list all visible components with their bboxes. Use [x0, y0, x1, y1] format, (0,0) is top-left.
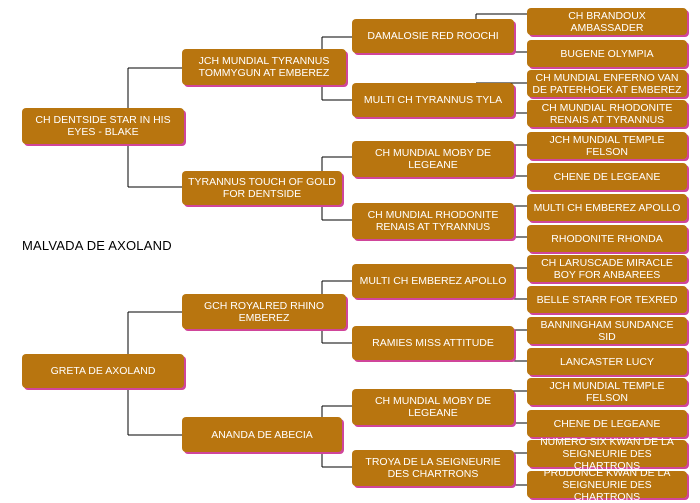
gen4-node-10[interactable]: BELLE STARR FOR TEXRED: [527, 286, 687, 313]
sd-dam-node[interactable]: CH MUNDIAL RHODONITE RENAIS AT TYRANNUS: [352, 203, 514, 239]
dam-sire-name: GCH ROYALRED RHINO EMBEREZ: [204, 299, 324, 324]
gen4-name-15: NUMERO SIX KWAN DE LA SEIGNEURIE DES CHA…: [540, 435, 674, 472]
dd-dam-name: TROYA DE LA SEIGNEURIE DES CHARTRONS: [365, 456, 501, 480]
sd-sire-name: CH MUNDIAL MOBY DE LEGEANE: [374, 147, 492, 171]
ds-sire-node[interactable]: MULTI CH EMBEREZ APOLLO: [352, 264, 514, 298]
gen4-name-11: BANNINGHAM SUNDANCE SID: [540, 318, 674, 343]
gen4-name-13: JCH MUNDIAL TEMPLE FELSON: [549, 379, 665, 404]
ss-dam-node[interactable]: MULTI CH TYRANNUS TYLA: [352, 83, 514, 117]
gen4-node-15[interactable]: NUMERO SIX KWAN DE LA SEIGNEURIE DES CHA…: [527, 436, 687, 472]
gen4-node-3[interactable]: CH MUNDIAL ENFERNO VAN DE PATERHOEK AT E…: [527, 70, 687, 97]
gen4-node-9[interactable]: CH LARUSCADE MIRACLE BOY FOR ANBAREES: [527, 255, 687, 282]
gen4-name-10: BELLE STARR FOR TEXRED: [536, 293, 678, 306]
dam-node[interactable]: GRETA DE AXOLAND: [22, 354, 184, 388]
sire-name: CH DENTSIDE STAR IN HIS EYES - BLAKE: [35, 114, 171, 138]
dam-dam-name: ANANDA DE ABECIA: [211, 428, 313, 441]
gen4-name-6: CHENE DE LEGEANE: [553, 170, 661, 183]
gen4-node-6[interactable]: CHENE DE LEGEANE: [527, 163, 687, 190]
dd-sire-node[interactable]: CH MUNDIAL MOBY DE LEGEANE: [352, 389, 514, 425]
sd-dam-name: CH MUNDIAL RHODONITE RENAIS AT TYRANNUS: [367, 209, 499, 233]
sire-node[interactable]: CH DENTSIDE STAR IN HIS EYES - BLAKE: [22, 108, 184, 144]
dd-sire-name: CH MUNDIAL MOBY DE LEGEANE: [374, 395, 492, 419]
gen4-name-1: CH BRANDOUX AMBASSADER: [568, 9, 646, 34]
sd-sire-node[interactable]: CH MUNDIAL MOBY DE LEGEANE: [352, 141, 514, 177]
dam-dam-node[interactable]: ANANDA DE ABECIA: [182, 417, 342, 452]
gen4-node-11[interactable]: BANNINGHAM SUNDANCE SID: [527, 317, 687, 344]
dd-dam-node[interactable]: TROYA DE LA SEIGNEURIE DES CHARTRONS: [352, 450, 514, 486]
gen4-node-12[interactable]: LANCASTER LUCY: [527, 348, 687, 375]
subject-name: MALVADA DE AXOLAND: [22, 238, 172, 253]
gen4-name-8: RHODONITE RHONDA: [551, 232, 663, 245]
dam-sire-node[interactable]: GCH ROYALRED RHINO EMBEREZ: [182, 294, 346, 329]
gen4-node-14[interactable]: CHENE DE LEGEANE: [527, 410, 687, 437]
ds-dam-node[interactable]: RAMIES MISS ATTITUDE: [352, 326, 514, 360]
sire-sire-node[interactable]: JCH MUNDIAL TYRANNUS TOMMYGUN AT EMBEREZ: [182, 49, 346, 85]
ss-dam-name: MULTI CH TYRANNUS TYLA: [363, 94, 503, 106]
gen4-node-4[interactable]: CH MUNDIAL RHODONITE RENAIS AT TYRANNUS: [527, 100, 687, 127]
ss-sire-node[interactable]: DAMALOSIE RED ROOCHI: [352, 19, 514, 53]
ss-sire-name: DAMALOSIE RED ROOCHI: [367, 30, 499, 42]
gen4-node-2[interactable]: BUGENE OLYMPIA: [527, 40, 687, 67]
gen4-node-13[interactable]: JCH MUNDIAL TEMPLE FELSON: [527, 378, 687, 405]
gen4-node-5[interactable]: JCH MUNDIAL TEMPLE FELSON: [527, 132, 687, 159]
gen4-name-12: LANCASTER LUCY: [560, 355, 654, 368]
sire-dam-name: TYRANNUS TOUCH OF GOLD FOR DENTSIDE: [188, 176, 336, 200]
ds-dam-name: RAMIES MISS ATTITUDE: [372, 337, 494, 349]
gen4-name-7: MULTI CH EMBEREZ APOLLO: [533, 201, 681, 214]
gen4-node-7[interactable]: MULTI CH EMBEREZ APOLLO: [527, 194, 687, 221]
gen4-name-4: CH MUNDIAL RHODONITE RENAIS AT TYRANNUS: [541, 101, 673, 126]
gen4-node-8[interactable]: RHODONITE RHONDA: [527, 225, 687, 252]
dam-name: GRETA DE AXOLAND: [50, 365, 156, 377]
gen4-node-1[interactable]: CH BRANDOUX AMBASSADER: [527, 8, 687, 35]
gen4-node-16[interactable]: PRUDUNCE KWAN DE LA SEIGNEURIE DES CHART…: [527, 467, 687, 503]
gen4-name-5: JCH MUNDIAL TEMPLE FELSON: [549, 133, 665, 158]
gen4-name-16: PRUDUNCE KWAN DE LA SEIGNEURIE DES CHART…: [543, 466, 671, 503]
sire-sire-name: JCH MUNDIAL TYRANNUS TOMMYGUN AT EMBEREZ: [198, 55, 330, 79]
gen4-name-14: CHENE DE LEGEANE: [553, 417, 661, 430]
sire-dam-node[interactable]: TYRANNUS TOUCH OF GOLD FOR DENTSIDE: [182, 171, 342, 205]
gen4-name-2: BUGENE OLYMPIA: [560, 47, 654, 60]
gen4-name-3: CH MUNDIAL ENFERNO VAN DE PATERHOEK AT E…: [532, 71, 682, 96]
ds-sire-name: MULTI CH EMBEREZ APOLLO: [359, 275, 507, 287]
gen4-name-9: CH LARUSCADE MIRACLE BOY FOR ANBAREES: [541, 256, 673, 281]
